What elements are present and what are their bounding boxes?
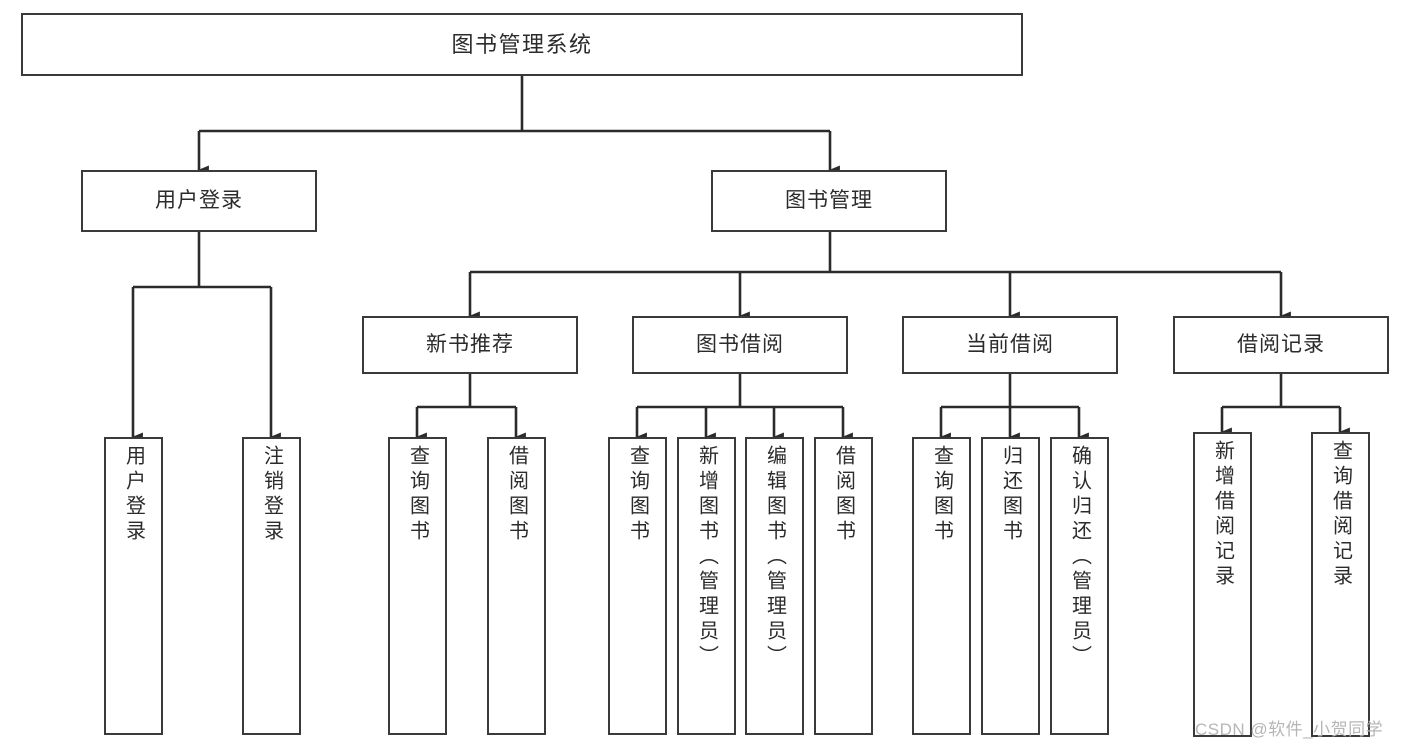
node-label: 图书管理系统 bbox=[451, 31, 593, 57]
leaf-user-login-login[interactable]: 用户登录 bbox=[104, 437, 163, 735]
node-label: 新增借阅记录 bbox=[1211, 440, 1234, 590]
leaf-user-login-logout[interactable]: 注销登录 bbox=[242, 437, 301, 735]
watermark-text: CSDN @软件_小贺同学 bbox=[1195, 720, 1384, 739]
leaf-book-borrow-query[interactable]: 查询图书 bbox=[608, 437, 667, 735]
node-label: 归还图书 bbox=[999, 445, 1022, 545]
leaf-book-borrow-lend[interactable]: 借阅图书 bbox=[814, 437, 873, 735]
node-label: 查询图书 bbox=[626, 445, 649, 545]
node-label: 编辑图书（管理员） bbox=[763, 445, 786, 670]
node-label: 查询图书 bbox=[406, 445, 429, 545]
leaf-book-borrow-edit[interactable]: 编辑图书（管理员） bbox=[745, 437, 804, 735]
node-label: 借阅记录 bbox=[1237, 332, 1325, 356]
node-label: 图书管理 bbox=[785, 188, 873, 212]
node-book-borrow[interactable]: 图书借阅 bbox=[632, 316, 848, 374]
csdn-watermark: CSDN @软件_小贺同学 bbox=[1195, 715, 1383, 740]
node-label: 查询借阅记录 bbox=[1329, 440, 1352, 590]
node-label: 图书借阅 bbox=[696, 332, 784, 356]
node-label: 用户登录 bbox=[122, 445, 145, 545]
leaf-new-book-borrow[interactable]: 借阅图书 bbox=[487, 437, 546, 735]
node-user-login[interactable]: 用户登录 bbox=[81, 170, 317, 232]
node-borrow-record[interactable]: 借阅记录 bbox=[1173, 316, 1389, 374]
node-new-book-recommend[interactable]: 新书推荐 bbox=[362, 316, 578, 374]
node-label: 新书推荐 bbox=[426, 332, 514, 356]
node-label: 确认归还（管理员） bbox=[1068, 445, 1091, 670]
node-label: 用户登录 bbox=[155, 188, 243, 212]
node-label: 注销登录 bbox=[260, 445, 283, 545]
node-label: 查询图书 bbox=[930, 445, 953, 545]
leaf-current-borrow-confirm-return[interactable]: 确认归还（管理员） bbox=[1050, 437, 1109, 735]
node-label: 新增图书（管理员） bbox=[695, 445, 718, 670]
node-current-borrow[interactable]: 当前借阅 bbox=[902, 316, 1118, 374]
leaf-new-book-query[interactable]: 查询图书 bbox=[388, 437, 447, 735]
node-label: 借阅图书 bbox=[832, 445, 855, 545]
node-label: 当前借阅 bbox=[966, 332, 1054, 356]
node-root-system[interactable]: 图书管理系统 bbox=[21, 13, 1023, 76]
leaf-borrow-record-query[interactable]: 查询借阅记录 bbox=[1311, 432, 1370, 737]
leaf-current-borrow-return[interactable]: 归还图书 bbox=[981, 437, 1040, 735]
node-label: 借阅图书 bbox=[505, 445, 528, 545]
node-book-management[interactable]: 图书管理 bbox=[711, 170, 947, 232]
leaf-book-borrow-add[interactable]: 新增图书（管理员） bbox=[677, 437, 736, 735]
leaf-current-borrow-query[interactable]: 查询图书 bbox=[912, 437, 971, 735]
leaf-borrow-record-add[interactable]: 新增借阅记录 bbox=[1193, 432, 1252, 737]
